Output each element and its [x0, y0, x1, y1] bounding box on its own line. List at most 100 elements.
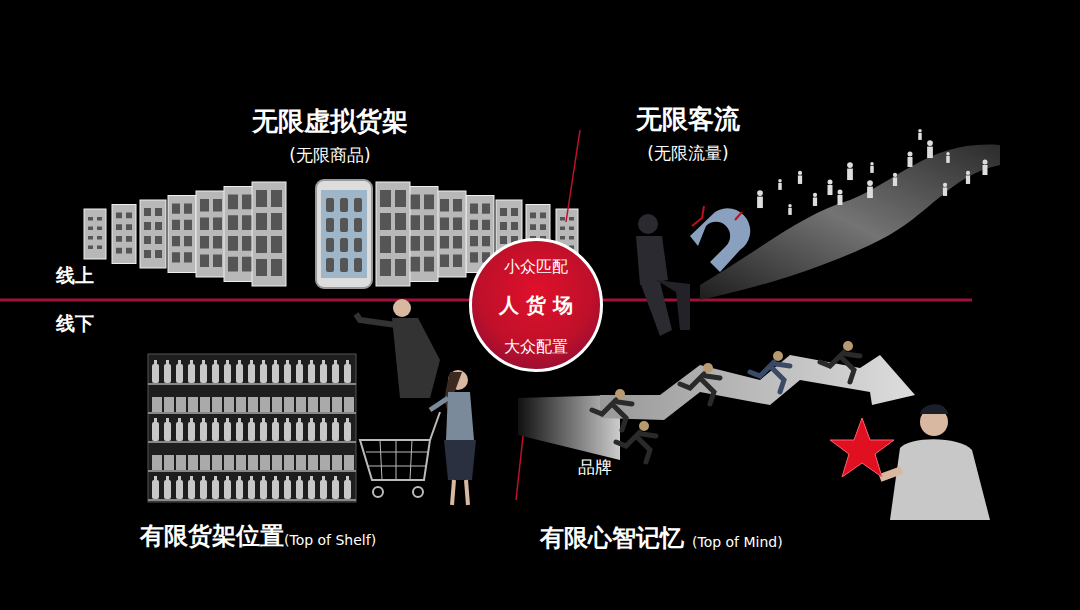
box	[212, 397, 222, 412]
shelf-slot	[424, 236, 434, 251]
bottle	[154, 476, 157, 481]
bottle	[308, 480, 315, 499]
shelf-panel	[252, 182, 286, 286]
bottle	[322, 360, 325, 365]
bottle	[310, 476, 313, 481]
shelf-slot	[500, 236, 507, 244]
shelf-slot	[424, 195, 434, 210]
bottle	[322, 418, 325, 423]
runners	[592, 341, 860, 462]
store-shelf	[148, 354, 356, 502]
shelf-slot	[453, 236, 462, 249]
bottle	[284, 422, 291, 441]
product	[354, 198, 362, 212]
shelf-slot	[242, 257, 252, 272]
shelf-slot	[470, 220, 478, 230]
shelf-slot	[410, 215, 420, 230]
box	[296, 397, 306, 412]
shelf-slot	[540, 224, 546, 230]
bottle	[212, 422, 219, 441]
quadrant-subtitle: (无限流量)	[647, 143, 728, 163]
bottle	[332, 422, 339, 441]
bottle	[224, 480, 231, 499]
shelf-slot	[470, 252, 478, 262]
box	[320, 397, 330, 412]
box	[188, 397, 198, 412]
bottle	[248, 480, 255, 499]
box	[320, 455, 330, 470]
box	[164, 397, 174, 412]
shelf-slot	[453, 218, 462, 231]
bottle	[274, 418, 277, 423]
shelf-slot	[500, 222, 507, 230]
bottle	[200, 364, 207, 383]
bottle	[164, 422, 171, 441]
shelf-slot	[97, 236, 102, 240]
shelf-slot	[88, 246, 93, 250]
bottle	[176, 422, 183, 441]
shelf-slot	[511, 208, 518, 216]
person	[867, 187, 873, 199]
shelf-panel	[406, 187, 438, 282]
box	[344, 455, 354, 470]
shelf-slot	[155, 236, 162, 244]
shelf-panel	[224, 187, 256, 282]
shelf-slot	[380, 236, 391, 253]
box	[260, 397, 270, 412]
box	[296, 455, 306, 470]
shelf-slot	[560, 236, 565, 240]
bottle	[344, 480, 351, 499]
shelf-slot	[213, 218, 222, 231]
bottle	[286, 418, 289, 423]
bottle	[248, 422, 255, 441]
person	[918, 129, 922, 133]
shelf-slot	[256, 259, 267, 276]
product	[340, 258, 348, 272]
shelf-slot	[395, 236, 406, 253]
shelf-slot	[172, 204, 180, 214]
shelf-slot	[200, 218, 209, 231]
person	[813, 193, 817, 197]
bottle	[214, 418, 217, 423]
quadrant-subtitle: (Top of Mind)	[692, 534, 783, 551]
bottle	[320, 364, 327, 383]
bottle	[236, 364, 243, 383]
shelf-slot	[482, 220, 490, 230]
shelf-slot	[126, 248, 132, 254]
bottle	[284, 364, 291, 383]
box	[272, 397, 282, 412]
person	[946, 156, 950, 163]
person	[983, 160, 988, 165]
bottle	[166, 360, 169, 365]
person	[788, 208, 792, 215]
box	[332, 397, 342, 412]
bottle	[238, 476, 241, 481]
box	[176, 455, 186, 470]
person	[798, 175, 802, 184]
person	[927, 147, 933, 159]
shelf-slot	[380, 213, 391, 230]
shelf-board	[148, 412, 356, 414]
box	[308, 397, 318, 412]
quadrant-title: 无限客流	[636, 104, 740, 135]
bottle	[214, 360, 217, 365]
bottle	[272, 422, 279, 441]
shelf-panel	[376, 182, 410, 286]
shelf-slot	[88, 227, 93, 231]
box	[284, 397, 294, 412]
shelf-slot	[256, 190, 267, 207]
shelf-slot	[97, 246, 102, 250]
shelf-slot	[116, 213, 122, 219]
bottle	[190, 418, 193, 423]
shelf-slot	[271, 259, 282, 276]
box	[200, 455, 210, 470]
bottle	[178, 476, 181, 481]
circle-text: 小众匹配	[472, 257, 600, 276]
shelf-slot	[569, 236, 574, 240]
bottle	[178, 418, 181, 423]
bottle	[190, 360, 193, 365]
shelf-slot	[213, 199, 222, 212]
shelf-board	[148, 441, 356, 443]
shelf-slot	[395, 213, 406, 230]
person	[893, 177, 897, 186]
